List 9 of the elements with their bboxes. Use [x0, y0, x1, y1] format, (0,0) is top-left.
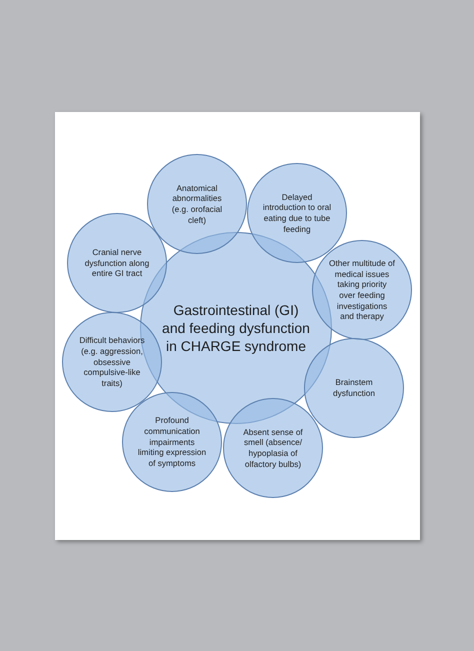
- factor-text: Profound communication impairments limiting expression of symptoms: [137, 415, 207, 469]
- factor-text: Cranial nerve dysfunction along entire GI tract: [84, 247, 150, 279]
- central-topic-text: Gastrointestinal (GI) and feeding dysfunction in CHARGE syndrome: [161, 300, 311, 356]
- factor-text: Absent sense of smell (absence/ hypoplasia of olfactory bulbs): [242, 426, 304, 470]
- factor-text: Brainstem dysfunction: [332, 377, 376, 399]
- factor-text: Anatomical abnormalities (e.g. orofacial cleft): [170, 182, 224, 226]
- factor-text: Other multitude of medical issues taking priority over feeding investigations and therapy: [329, 258, 395, 322]
- factor-text: Difficult behaviors (e.g. aggression, obsessive compulsive-like traits): [78, 335, 146, 389]
- factor-text: Delayed introduction to oral eating due to tube feeding: [262, 192, 332, 234]
